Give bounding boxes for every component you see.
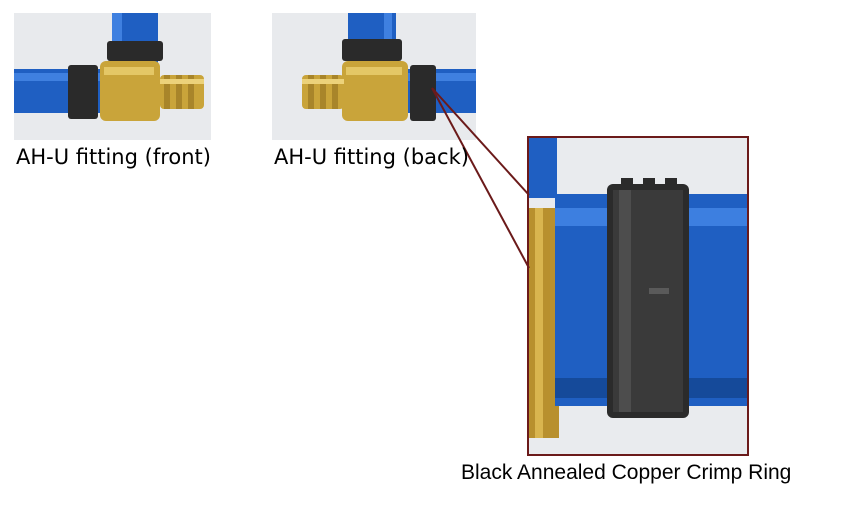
caption-back: AH-U fitting (back) [274, 145, 469, 169]
fitting-front-photo [14, 13, 211, 140]
crimp-ring-closeup-photo [527, 136, 749, 456]
caption-crimp-ring: Black Annealed Copper Crimp Ring [461, 461, 792, 484]
fitting-back-photo [272, 13, 476, 140]
caption-front: AH-U fitting (front) [16, 145, 211, 169]
